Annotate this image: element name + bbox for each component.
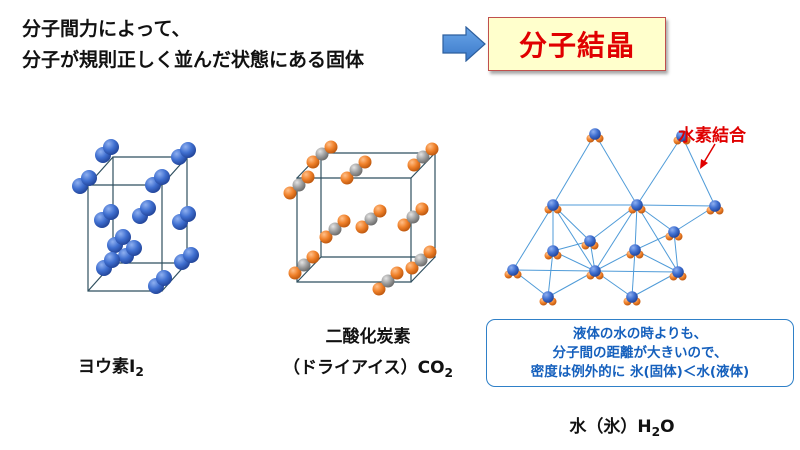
co2-molecule	[283, 170, 315, 200]
hydrogen-bond-line	[631, 249, 636, 298]
definition-line-1: 分子間力によって、	[22, 18, 191, 40]
co2-molecule	[306, 140, 338, 169]
hydrogen-bond-line	[636, 204, 679, 273]
hydrogen-bond-line	[594, 270, 679, 273]
i2-molecule	[95, 139, 119, 163]
i2-molecule	[148, 270, 172, 294]
i2-molecule	[72, 170, 97, 194]
right-arrow-icon	[442, 26, 486, 62]
hydrogen-bond-line	[681, 135, 716, 207]
h2o-molecule	[544, 245, 562, 260]
h2o-molecule	[669, 266, 687, 281]
density-note: 液体の水の時よりも、 分子間の距離が大きいので、 密度は例外的に 氷(固体)＜水…	[486, 319, 794, 387]
h2o-molecule	[628, 199, 646, 214]
h2o-molecule	[626, 244, 644, 259]
ice-crystal-lattice	[504, 128, 724, 306]
definition-line-2: 分子が規則正しく並んだ状態にある固体	[22, 49, 365, 71]
i2-molecule	[107, 229, 131, 253]
iodine-caption-text: ヨウ素I	[78, 357, 136, 377]
definition-text: 分子間力によって、 分子が規則正しく並んだ状態にある固体	[22, 14, 364, 76]
co2-molecule	[405, 245, 437, 275]
i2-molecule	[132, 200, 156, 224]
h2o-molecule	[539, 291, 557, 306]
hydrogen-bond-line	[594, 204, 638, 272]
co2-caption-line-2: （ドライアイス）CO	[282, 358, 445, 378]
i2-molecule	[118, 240, 142, 264]
water-caption: 水（氷）H2O	[522, 412, 722, 440]
co2-molecule	[355, 204, 387, 234]
hydrogen-bond-line	[512, 269, 596, 272]
hydrogen-bond-line	[512, 204, 554, 271]
co2-molecules	[283, 140, 439, 296]
co2-caption: 二酸化炭素 （ドライアイス）CO2	[268, 322, 468, 385]
co2-molecule	[372, 266, 404, 296]
h2o-molecule	[544, 199, 562, 214]
h2o-molecule	[665, 226, 683, 241]
hydrogen-bond-line	[552, 204, 596, 272]
h2o-molecule	[706, 200, 724, 215]
co2-molecule	[407, 142, 439, 172]
i2-molecule	[96, 252, 120, 276]
co2-molecule	[288, 250, 320, 280]
density-note-line-3: 密度は例外的に 氷(固体)＜水(液体)	[530, 364, 750, 380]
h2o-molecule	[673, 130, 691, 145]
hydrogen-bond-line	[636, 204, 716, 207]
water-molecules	[504, 128, 724, 306]
water-caption-subscript: 2	[651, 425, 661, 440]
co2-caption-line-1: 二酸化炭素	[325, 327, 411, 347]
co2-molecule	[340, 155, 372, 185]
hydrogen-bond-line	[594, 133, 638, 206]
i2-molecule	[145, 169, 170, 193]
iodine-molecules	[72, 139, 199, 294]
h2o-molecule	[581, 235, 599, 250]
iodine-caption: ヨウ素I2	[78, 352, 144, 380]
h2o-molecule	[623, 291, 641, 306]
co2-crystal-lattice	[283, 140, 439, 296]
molecular-crystal-term: 分子結晶	[488, 17, 666, 71]
term-label: 分子結晶	[518, 29, 635, 62]
co2-caption-subscript: 2	[444, 366, 454, 381]
i2-molecule	[94, 204, 119, 228]
water-caption-text: 水（氷）H	[569, 417, 652, 437]
density-note-line-2: 分子間の距離が大きいので、	[552, 345, 728, 361]
hydrogen-bond-line	[547, 250, 554, 298]
water-caption-suffix: O	[660, 417, 675, 437]
hydrogen-bond-line	[552, 133, 596, 206]
hydrogen-bond-label: 水素結合	[678, 126, 746, 146]
i2-molecule	[171, 142, 196, 165]
i2-molecule	[174, 247, 199, 270]
h2o-molecule	[586, 128, 604, 143]
iodine-caption-subscript: 2	[135, 365, 144, 380]
h2o-molecule	[504, 264, 522, 279]
hydrogen-bond-line	[673, 231, 679, 273]
density-note-line-1: 液体の水の時よりも、	[572, 326, 708, 342]
hydrogen-bond-line	[636, 135, 683, 206]
iodine-crystal-lattice	[72, 139, 199, 294]
co2-molecule	[319, 214, 351, 244]
co2-molecule	[397, 202, 429, 232]
hydrogen-bond-pointer-arrow	[700, 143, 716, 169]
hydrogen-bond-line	[634, 204, 638, 251]
hydrogen-bond-network	[512, 133, 716, 298]
i2-molecule	[172, 206, 196, 230]
h2o-molecule	[586, 265, 604, 280]
